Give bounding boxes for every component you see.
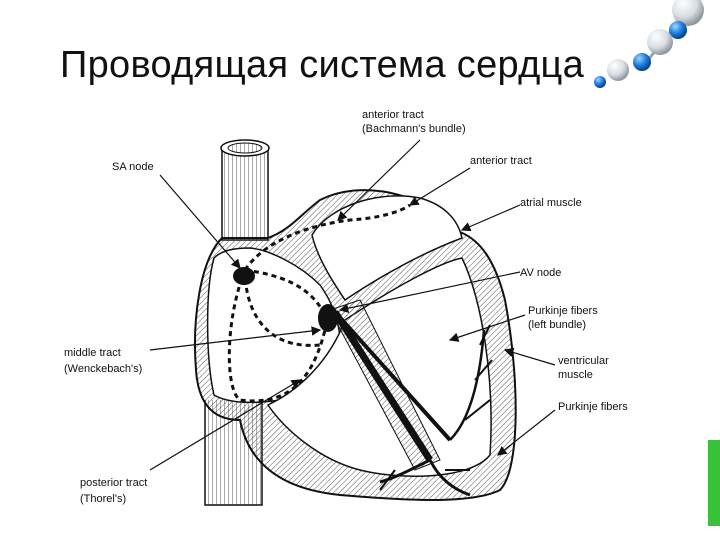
label-ventricular: ventricular — [558, 355, 609, 367]
label-left-bundle: (left bundle) — [528, 319, 586, 331]
blue-sphere — [594, 76, 606, 88]
label-anterior-tract-right: anterior tract — [470, 155, 532, 167]
label-middle-tract: middle tract — [64, 347, 121, 359]
label-thorels: (Thorel's) — [80, 493, 126, 505]
label-anterior-tract-top: anterior tract — [362, 109, 424, 121]
label-purkinje-left: Purkinje fibers — [528, 305, 598, 317]
blue-sphere — [633, 53, 651, 71]
purkinje-bundle — [332, 310, 493, 497]
slide-title: Проводящая система сердца — [60, 44, 585, 86]
label-wenckebachs: (Wenckebach's) — [64, 363, 142, 375]
white-sphere — [607, 59, 629, 81]
label-bachmanns-bundle: (Bachmann's bundle) — [362, 123, 466, 135]
label-sa-node: SA node — [112, 161, 154, 173]
white-sphere — [672, 0, 704, 26]
av-node — [318, 304, 338, 332]
label-atrial-muscle: atrial muscle — [520, 197, 582, 209]
sa-node — [233, 267, 255, 285]
label-purkinje-fibers: Purkinje fibers — [558, 401, 628, 413]
label-posterior-tract: posterior tract — [80, 477, 147, 489]
label-ventricular-muscle: muscle — [558, 369, 593, 381]
white-sphere — [647, 29, 673, 55]
blue-sphere — [669, 21, 687, 39]
superior-vena-cava — [220, 139, 270, 241]
label-pointers — [149, 139, 556, 471]
accent-bar — [708, 440, 720, 526]
decorative-spheres — [594, 0, 704, 88]
label-av-node: AV node — [520, 267, 561, 279]
